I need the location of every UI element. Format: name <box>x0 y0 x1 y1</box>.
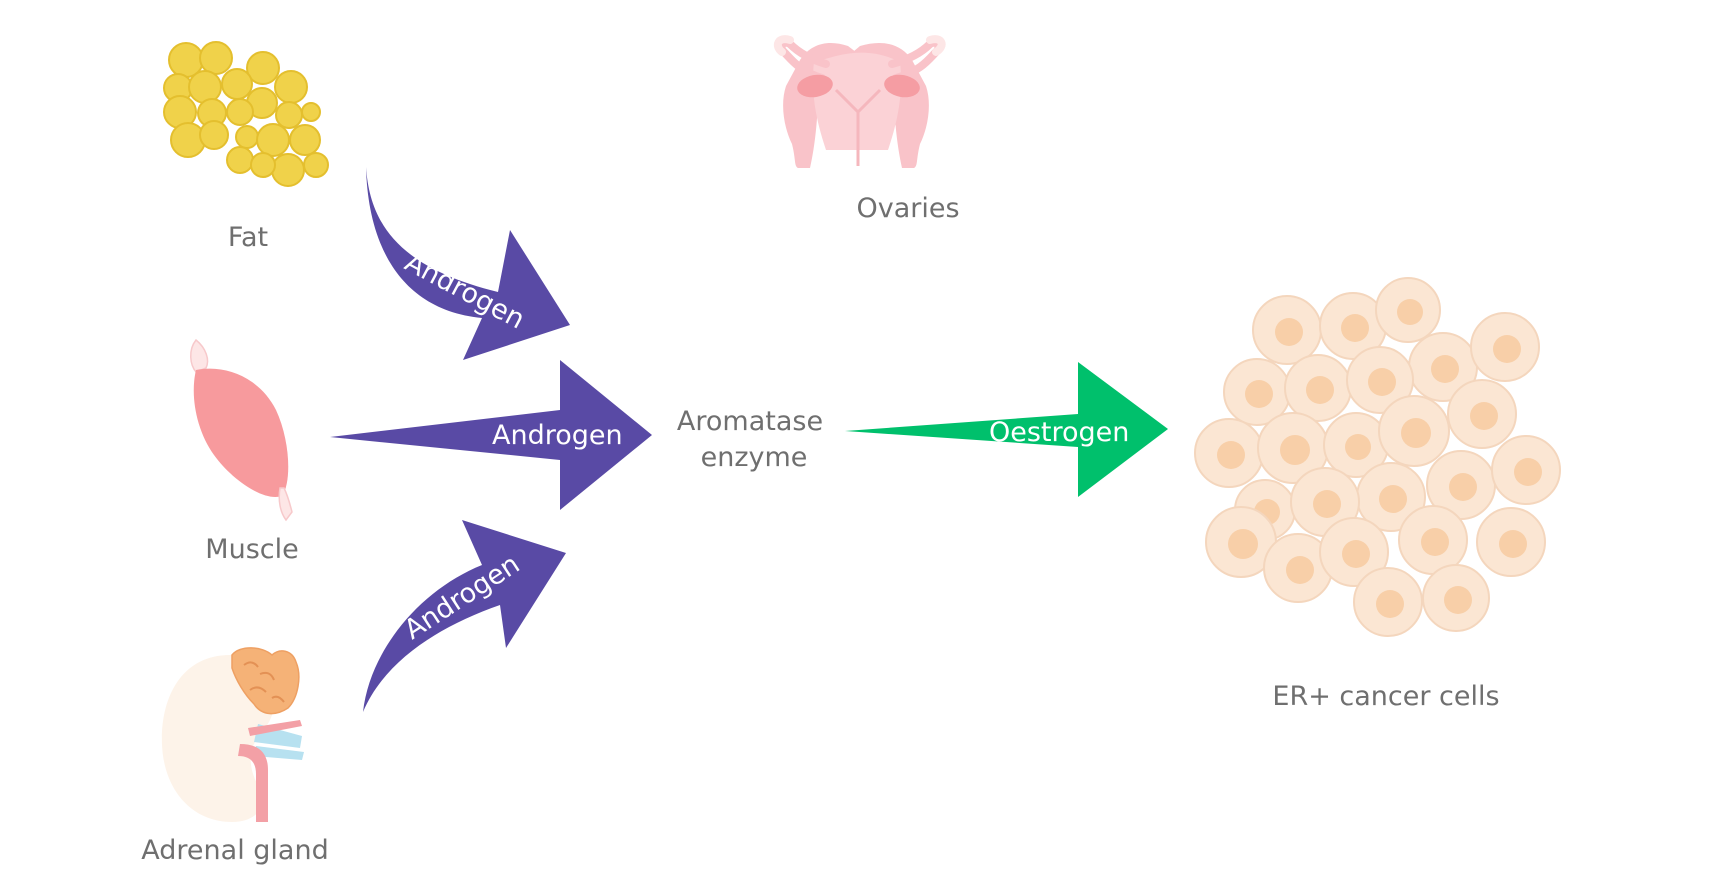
cancer-cell-nucleus <box>1397 299 1423 325</box>
muscle-label: Muscle <box>205 534 298 565</box>
muscle-androgen-arrow <box>330 360 652 510</box>
cancer-cell-nucleus <box>1449 473 1477 501</box>
cancer-cell-nucleus <box>1245 380 1273 408</box>
cancer-cell-nucleus <box>1341 314 1369 342</box>
cancer-cell-nucleus <box>1313 490 1341 518</box>
cancer-cell-nucleus <box>1342 540 1370 568</box>
cancer-cell-nucleus <box>1286 556 1314 584</box>
ovaries-label: Ovaries <box>856 193 959 224</box>
cancer-cell-nucleus <box>1421 528 1449 556</box>
cancer-cell-nucleus <box>1493 335 1521 363</box>
adrenal-gland-icon <box>161 647 304 822</box>
cancer-cell-nucleus <box>1431 355 1459 383</box>
cancer-cell-nucleus <box>1228 529 1258 559</box>
fat-androgen-arrow <box>366 167 570 360</box>
cancer-cells-icon <box>1194 277 1561 637</box>
muscle-arrow-label: Androgen <box>492 420 623 451</box>
cancer-cell-nucleus <box>1345 434 1371 460</box>
oestrogen-arrow-label: Oestrogen <box>989 417 1129 448</box>
fat-cells-icon <box>163 41 329 187</box>
cancer-cell-nucleus <box>1275 318 1303 346</box>
cancer-cell-nucleus <box>1401 418 1431 448</box>
cancer-cell-nucleus <box>1470 402 1498 430</box>
aromatase-label-line2: enzyme <box>701 442 808 473</box>
cancer-cell-nucleus <box>1379 485 1407 513</box>
cancer-cell-nucleus <box>1376 590 1404 618</box>
cancer-cell-nucleus <box>1514 458 1542 486</box>
oestrogen-arrow <box>845 362 1168 497</box>
cancer-cell-nucleus <box>1306 376 1334 404</box>
cancer-cell-nucleus <box>1280 435 1310 465</box>
muscle-icon <box>190 338 293 522</box>
adrenal-label: Adrenal gland <box>141 835 328 866</box>
cancer-cell-nucleus <box>1217 441 1245 469</box>
aromatase-label-line1: Aromatase <box>677 406 823 437</box>
fat-label: Fat <box>228 222 268 253</box>
cancer-cell-nucleus <box>1499 530 1527 558</box>
cancer-cell-nucleus <box>1368 368 1396 396</box>
adrenal-androgen-arrow <box>363 520 566 712</box>
ovaries-icon <box>773 35 946 168</box>
cancer-cells-label: ER+ cancer cells <box>1272 681 1499 712</box>
cancer-cell-nucleus <box>1444 586 1472 614</box>
